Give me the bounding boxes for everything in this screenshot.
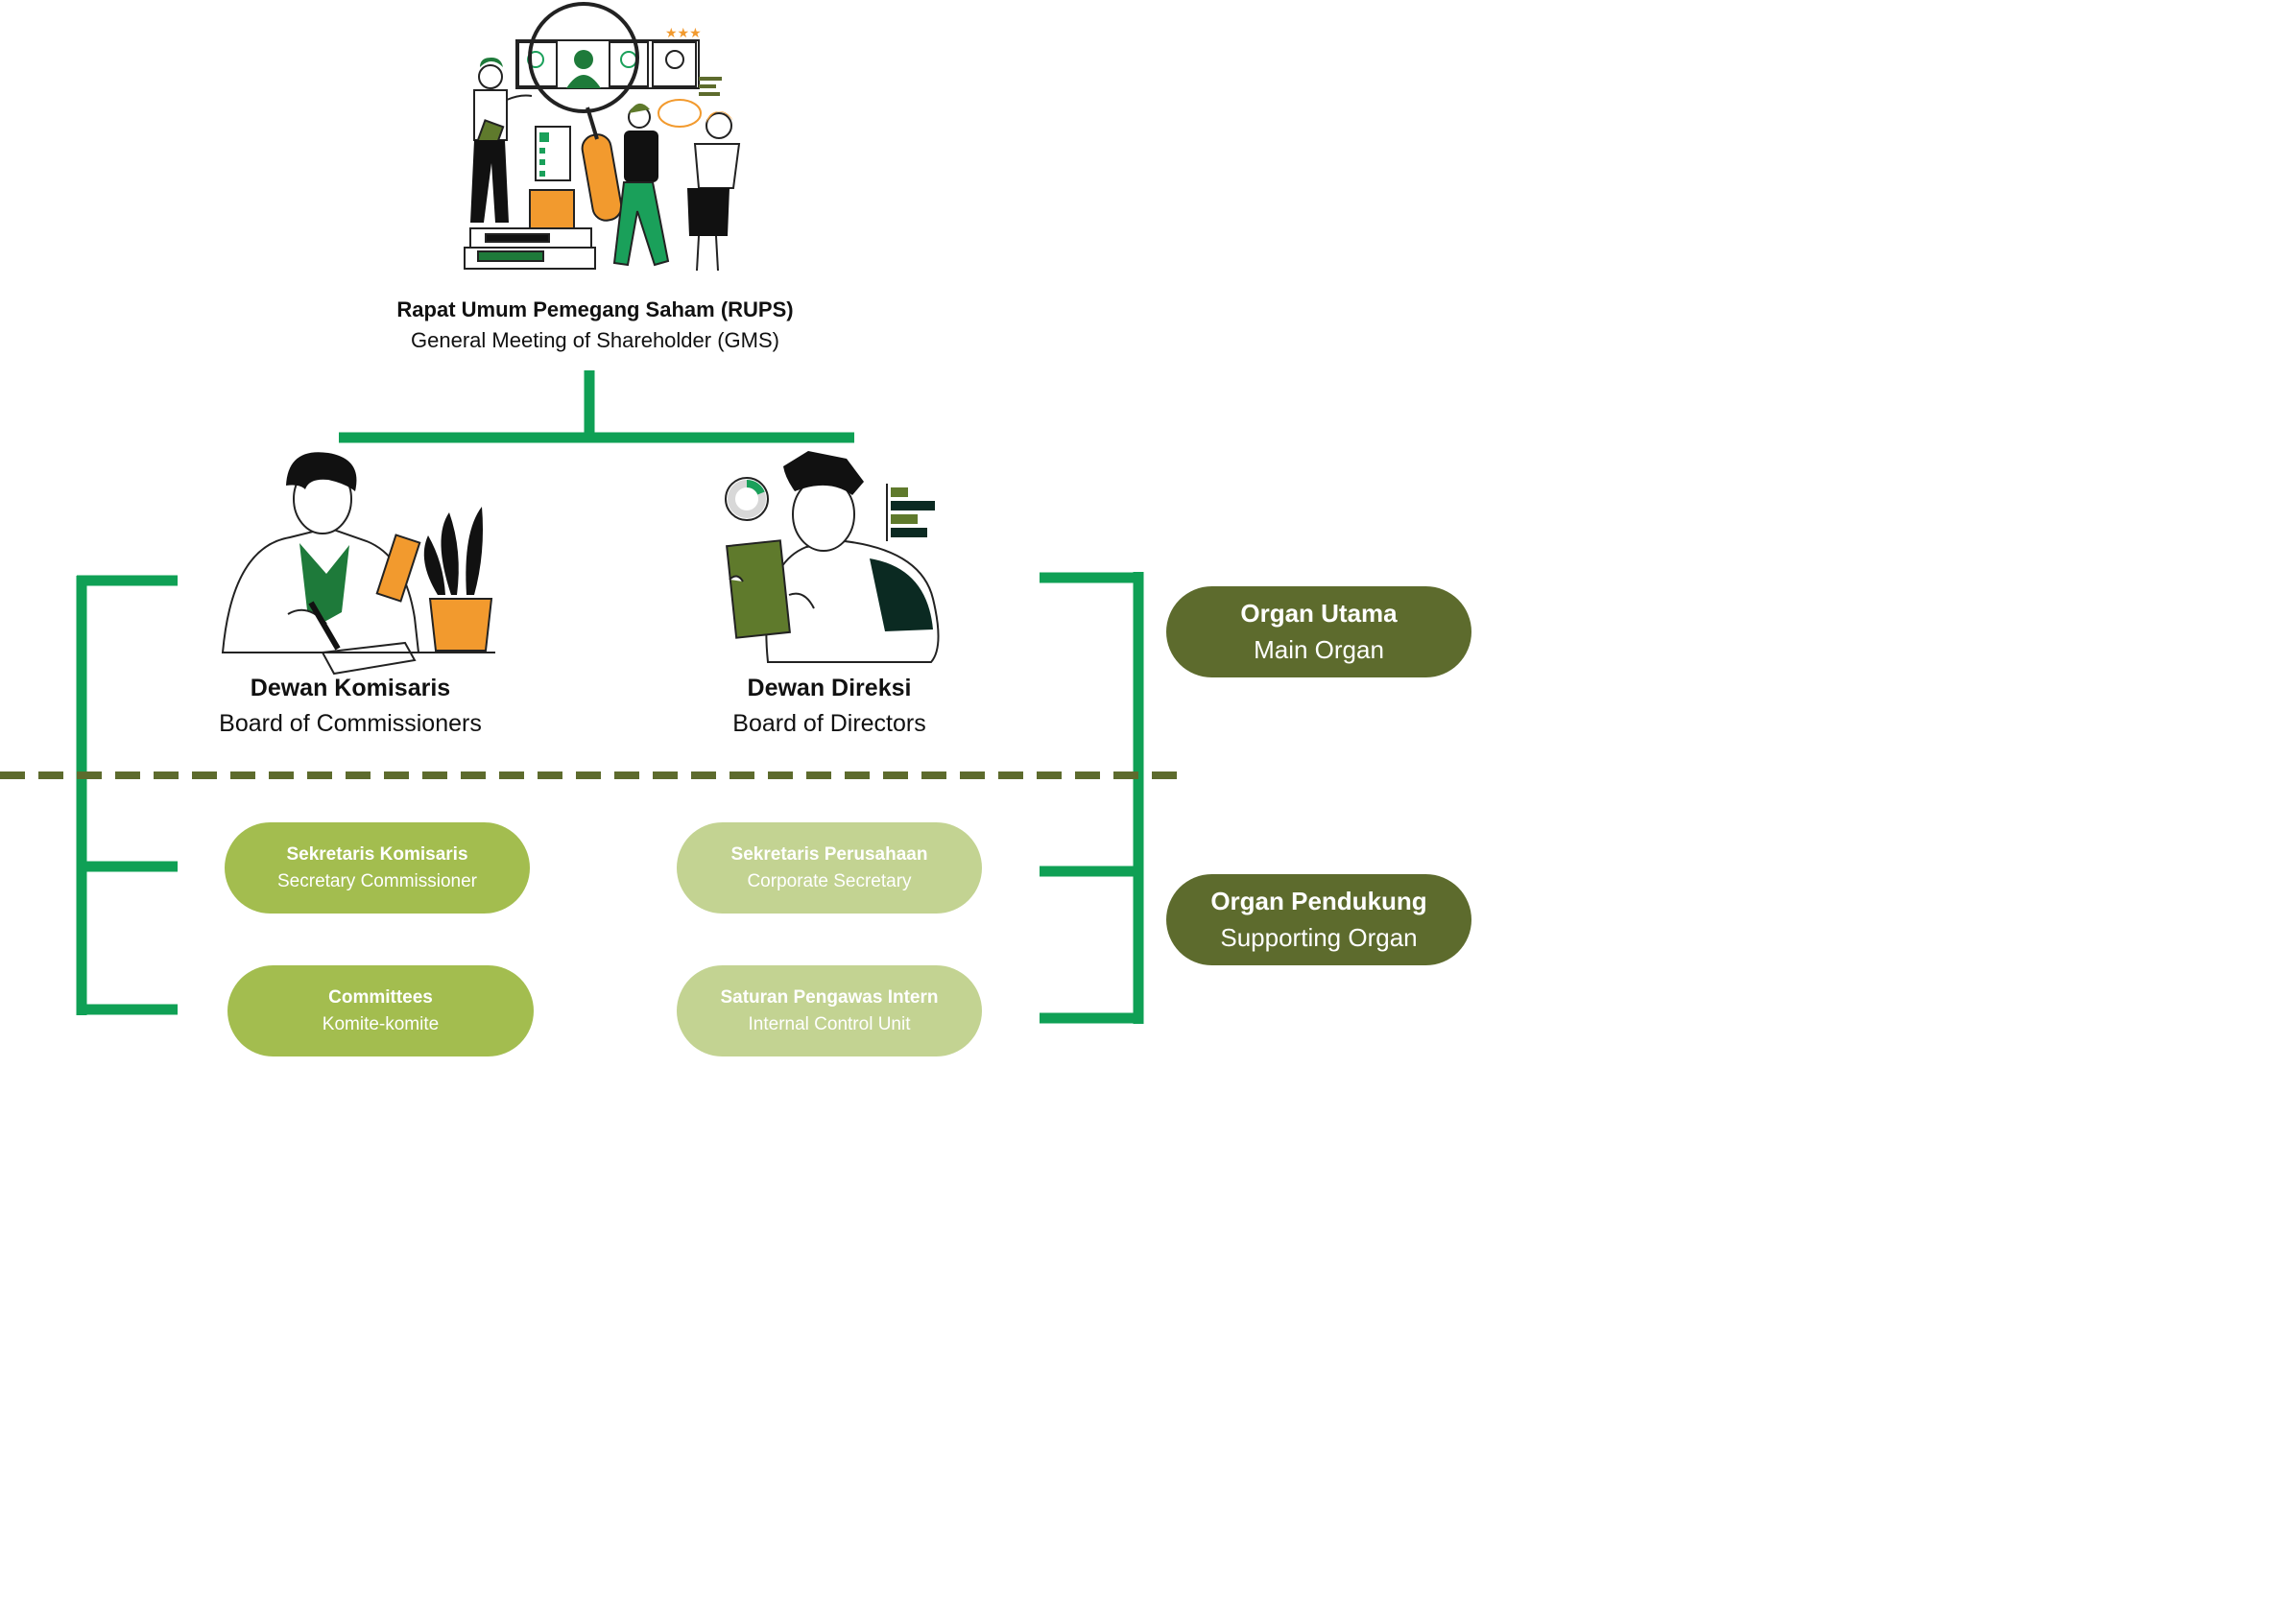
pill-title: Sekretaris Perusahaan xyxy=(730,843,928,865)
commissioners-label: Dewan Komisaris Board of Commissioners xyxy=(158,675,542,738)
directors-title: Dewan Direksi xyxy=(747,675,912,701)
pill-internal-control-unit: Saturan Pengawas Intern Internal Control… xyxy=(677,965,982,1056)
connectors xyxy=(0,370,1190,1024)
pill-subtitle: Komite-komite xyxy=(322,1013,440,1034)
legend-title: Organ Pendukung xyxy=(1210,886,1427,915)
legend-title: Organ Utama xyxy=(1240,598,1398,628)
legend-main-organ: Organ Utama Main Organ xyxy=(1166,586,1471,677)
legend-supporting-organ: Organ Pendukung Supporting Organ xyxy=(1166,874,1471,965)
pill-secretary-commissioner: Sekretaris Komisaris Secretary Commissio… xyxy=(225,822,530,914)
right-bracket xyxy=(1040,572,1144,1024)
commissioners-title: Dewan Komisaris xyxy=(250,675,451,701)
pill-corporate-secretary: Sekretaris Perusahaan Corporate Secretar… xyxy=(677,822,982,914)
legend-subtitle: Main Organ xyxy=(1254,634,1384,664)
left-bracket xyxy=(76,575,178,1015)
pill-committees: Committees Komite-komite xyxy=(227,965,534,1056)
legend-subtitle: Supporting Organ xyxy=(1220,922,1418,952)
pill-title: Saturan Pengawas Intern xyxy=(720,986,939,1008)
directors-subtitle: Board of Directors xyxy=(732,710,926,737)
gms-title: Rapat Umum Pemegang Saham (RUPS) xyxy=(396,297,794,321)
gms-connector xyxy=(339,370,854,443)
pill-title: Committees xyxy=(328,986,433,1008)
pill-title: Sekretaris Komisaris xyxy=(286,843,468,865)
commissioners-subtitle: Board of Commissioners xyxy=(219,710,482,737)
pill-subtitle: Corporate Secretary xyxy=(747,870,912,891)
pill-subtitle: Internal Control Unit xyxy=(748,1013,911,1034)
gms-subtitle: General Meeting of Shareholder (GMS) xyxy=(411,328,779,352)
gms-label: Rapat Umum Pemegang Saham (RUPS) General… xyxy=(307,297,883,353)
directors-label: Dewan Direksi Board of Directors xyxy=(637,675,1021,738)
pill-subtitle: Secretary Commissioner xyxy=(277,870,477,891)
